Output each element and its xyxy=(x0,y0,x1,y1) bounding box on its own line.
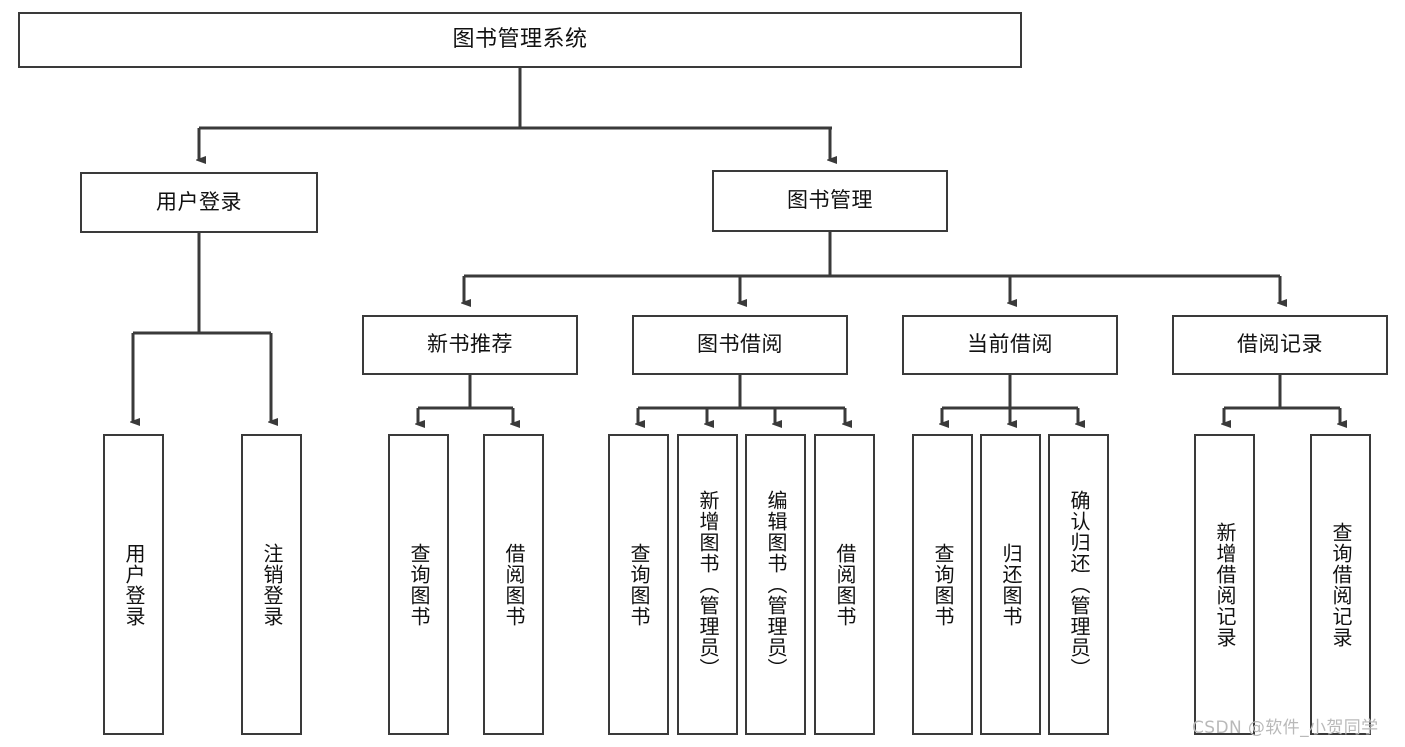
node-root-system[interactable]: 图书管理系统 xyxy=(18,12,1022,68)
node-label: 借阅图书 xyxy=(502,542,526,627)
node-label: 借阅记录 xyxy=(1237,332,1323,357)
leaf-borrow-borrow-book[interactable]: 借阅图书 xyxy=(814,434,875,735)
node-label: 查询图书 xyxy=(931,542,955,627)
node-label: 新书推荐 xyxy=(427,332,513,357)
node-label: 当前借阅 xyxy=(967,332,1053,357)
leaf-new-books-query[interactable]: 查询图书 xyxy=(388,434,449,735)
leaf-records-query[interactable]: 查询借阅记录 xyxy=(1310,434,1371,735)
node-label: 查询图书 xyxy=(627,542,651,627)
leaf-borrow-query[interactable]: 查询图书 xyxy=(608,434,669,735)
leaf-user-login-login[interactable]: 用户登录 xyxy=(103,434,164,735)
node-label: 图书借阅 xyxy=(697,332,783,357)
node-label: 确认归还（管理员） xyxy=(1067,490,1091,679)
watermark-text: CSDN @软件_小贺同学 xyxy=(1192,718,1379,738)
leaf-current-query[interactable]: 查询图书 xyxy=(912,434,973,735)
node-label: 用户登录 xyxy=(156,189,242,214)
node-label: 用户登录 xyxy=(122,542,146,627)
leaf-records-add[interactable]: 新增借阅记录 xyxy=(1194,434,1255,735)
node-book-management[interactable]: 图书管理 xyxy=(712,170,948,232)
node-label: 借阅图书 xyxy=(833,542,857,627)
node-label: 图书管理 xyxy=(787,188,873,213)
node-label: 查询图书 xyxy=(407,542,431,627)
leaf-new-books-borrow[interactable]: 借阅图书 xyxy=(483,434,544,735)
node-label: 新增图书（管理员） xyxy=(696,490,720,679)
node-borrow-records[interactable]: 借阅记录 xyxy=(1172,315,1388,375)
node-new-book-recommend[interactable]: 新书推荐 xyxy=(362,315,578,375)
node-label: 注销登录 xyxy=(260,542,284,627)
leaf-current-return-book[interactable]: 归还图书 xyxy=(980,434,1041,735)
node-label: 查询借阅记录 xyxy=(1329,521,1353,648)
node-label: 新增借阅记录 xyxy=(1213,521,1237,648)
node-label: 编辑图书（管理员） xyxy=(764,490,788,679)
node-label: 图书管理系统 xyxy=(452,26,588,52)
node-user-login[interactable]: 用户登录 xyxy=(80,172,318,233)
node-current-borrow[interactable]: 当前借阅 xyxy=(902,315,1118,375)
leaf-current-confirm-return-admin[interactable]: 确认归还（管理员） xyxy=(1048,434,1109,735)
leaf-borrow-add-book-admin[interactable]: 新增图书（管理员） xyxy=(677,434,738,735)
leaf-user-login-logout[interactable]: 注销登录 xyxy=(241,434,302,735)
node-book-borrow[interactable]: 图书借阅 xyxy=(632,315,848,375)
node-label: 归还图书 xyxy=(999,542,1023,627)
leaf-borrow-edit-book-admin[interactable]: 编辑图书（管理员） xyxy=(745,434,806,735)
